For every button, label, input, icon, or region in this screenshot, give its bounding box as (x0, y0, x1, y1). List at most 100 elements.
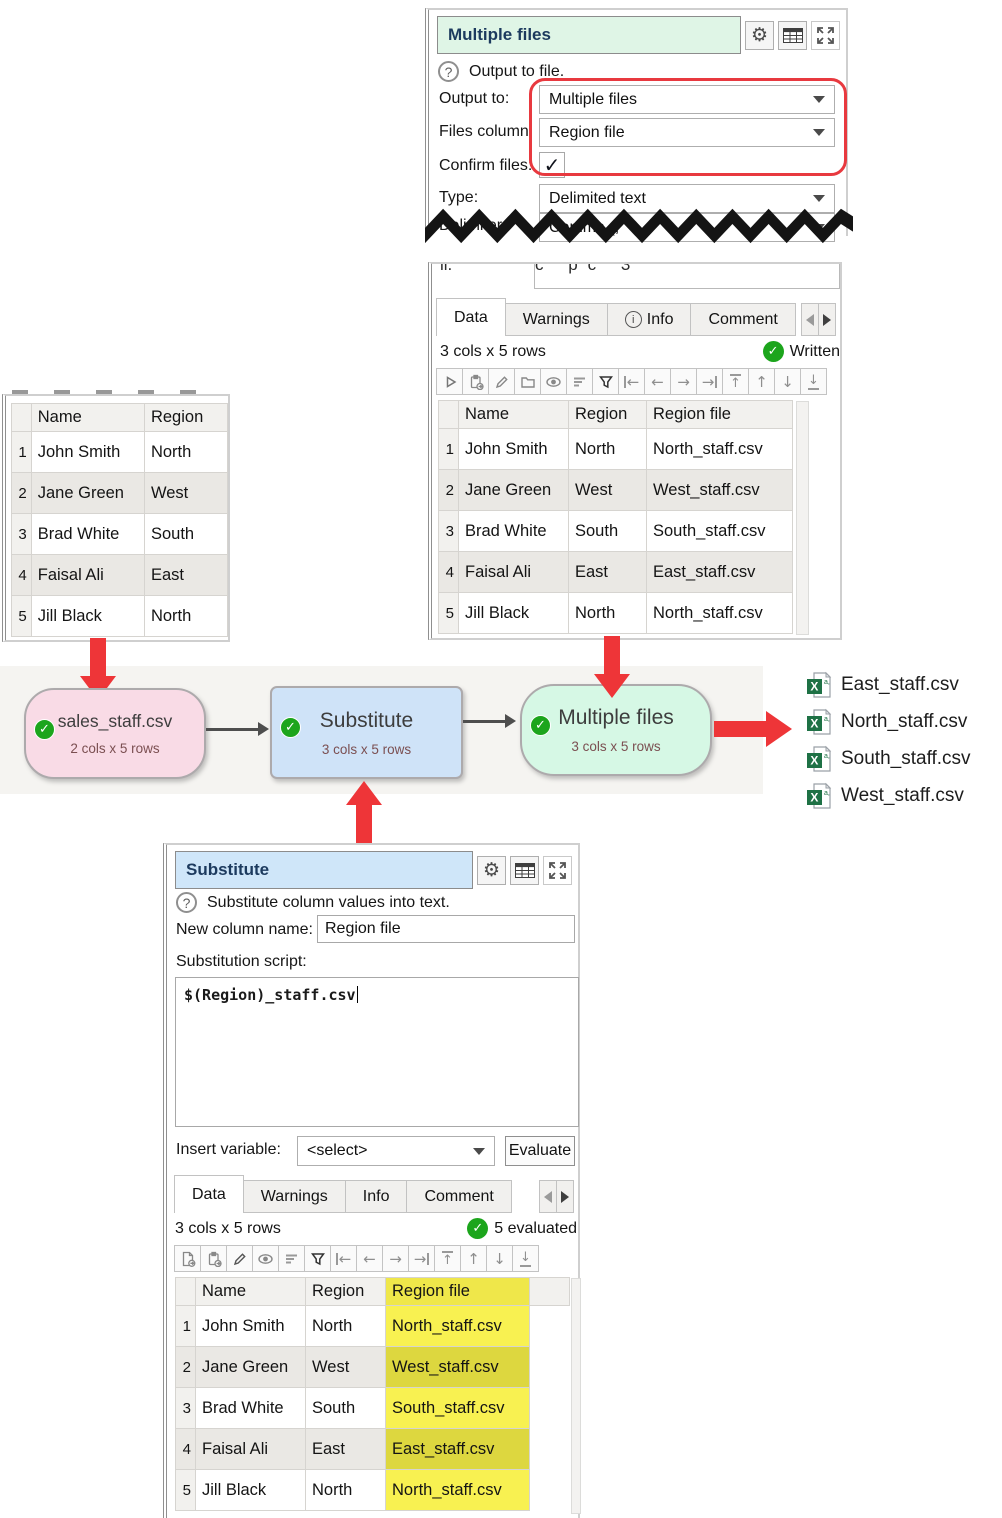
filter-icon[interactable] (592, 368, 619, 395)
table-icon[interactable] (510, 855, 539, 885)
chevron-down-icon (813, 96, 825, 103)
to-bottom-icon[interactable]: ↓ (800, 368, 827, 395)
table-icon[interactable] (778, 20, 807, 50)
tab-comment[interactable]: Comment (406, 1180, 512, 1213)
flow-node-substitute[interactable]: ✓ Substitute 3 cols x 5 rows (270, 686, 463, 779)
column-header[interactable]: Region file (646, 400, 793, 429)
eye-icon[interactable] (252, 1245, 279, 1272)
files-column-dropdown[interactable]: Region file (539, 118, 835, 147)
filter-icon[interactable] (304, 1245, 331, 1272)
column-header-highlighted[interactable]: Region file (385, 1277, 530, 1306)
insert-variable-dropdown[interactable]: <select> (297, 1136, 495, 1166)
evaluate-button[interactable]: Evaluate (505, 1136, 575, 1166)
panel-help-text: Output to file. (469, 62, 565, 80)
tab-warnings[interactable]: Warnings (504, 303, 608, 336)
left-icon[interactable]: ← (644, 368, 671, 395)
column-header[interactable]: Region (143, 403, 229, 432)
flow-node-source[interactable]: ✓ sales_staff.csv 2 cols x 5 rows (24, 688, 206, 779)
tab-scroll-right-button[interactable] (818, 303, 836, 336)
sort-icon[interactable] (278, 1245, 305, 1272)
to-top-icon[interactable]: ↑ (722, 368, 749, 395)
tab-comment[interactable]: Comment (690, 303, 796, 336)
tab-warnings[interactable]: Warnings (242, 1180, 346, 1213)
tab-scroll-right-button[interactable] (556, 1180, 574, 1213)
left-icon[interactable]: ← (356, 1245, 383, 1272)
paste-icon[interactable] (462, 368, 489, 395)
vertical-scrollbar[interactable] (571, 1278, 581, 1514)
tab-scroll-left-button[interactable] (539, 1180, 557, 1213)
gear-icon[interactable]: ⚙ (745, 20, 774, 50)
right-icon[interactable]: → (670, 368, 697, 395)
column-header[interactable]: Name (30, 403, 145, 432)
down-icon[interactable]: ↓ (486, 1245, 513, 1272)
files-column-label: Files column: (439, 123, 534, 140)
gear-icon[interactable]: ⚙ (477, 855, 506, 885)
new-column-input[interactable]: Region file (317, 915, 575, 943)
to-start-icon[interactable]: ← (330, 1245, 357, 1272)
node-title: sales_staff.csv (57, 711, 173, 731)
column-header[interactable]: Region (568, 400, 647, 429)
tab-info[interactable]: Info (344, 1180, 408, 1213)
connector-arrowhead (505, 714, 516, 728)
type-label: Type: (439, 189, 479, 206)
column-header[interactable]: Name (195, 1277, 306, 1306)
output-file-item[interactable]: a,X North_staff.csv (806, 708, 967, 736)
down-icon[interactable]: ↓ (774, 368, 801, 395)
tab-data[interactable]: Data (174, 1175, 244, 1213)
panel-title: Multiple files (437, 16, 741, 54)
expand-icon[interactable] (543, 855, 572, 885)
red-arrow-up-head (346, 781, 382, 805)
output-file-item[interactable]: a,X South_staff.csv (806, 745, 971, 773)
torn-edge (12, 390, 217, 394)
sort-icon[interactable] (566, 368, 593, 395)
column-header[interactable]: Name (458, 400, 569, 429)
output-file-item[interactable]: a,X West_staff.csv (806, 782, 964, 810)
to-top-icon[interactable]: ↑ (434, 1245, 461, 1272)
folder-icon[interactable] (514, 368, 541, 395)
data-toolbar: ← ← → → ↑ ↑ ↓ ↓ (174, 1245, 539, 1272)
right-icon[interactable]: → (382, 1245, 409, 1272)
data-toolbar: ← ← → → ↑ ↑ ↓ ↓ (436, 368, 827, 395)
connector (463, 720, 507, 723)
eye-icon[interactable] (540, 368, 567, 395)
left-arrow-icon (544, 1190, 552, 1203)
tab-data[interactable]: Data (436, 298, 506, 336)
type-dropdown[interactable]: Delimited text (539, 184, 835, 213)
edit-icon[interactable] (488, 368, 515, 395)
output-file-item[interactable]: a,X East_staff.csv (806, 671, 959, 699)
paste-icon[interactable] (200, 1245, 227, 1272)
edit-icon[interactable] (226, 1245, 253, 1272)
expand-icon[interactable] (811, 20, 840, 50)
new-file-icon[interactable] (174, 1245, 201, 1272)
script-textarea[interactable]: $(Region)_staff.csv (175, 977, 579, 1127)
to-end-icon[interactable]: → (408, 1245, 435, 1272)
play-icon[interactable] (436, 368, 463, 395)
to-end-icon[interactable]: → (696, 368, 723, 395)
to-start-icon[interactable]: ← (618, 368, 645, 395)
help-icon[interactable]: ? (438, 61, 459, 82)
vertical-scrollbar[interactable] (796, 401, 809, 635)
script-label: Substitution script: (176, 953, 307, 970)
confirm-files-checkbox[interactable]: ✓ (539, 152, 565, 178)
up-icon[interactable]: ↑ (748, 368, 775, 395)
confirm-files-label: Confirm files: (439, 157, 533, 174)
help-icon[interactable]: ? (176, 892, 197, 913)
up-icon[interactable]: ↑ (460, 1245, 487, 1272)
tab-scroll-left-button[interactable] (801, 303, 819, 336)
output-to-dropdown[interactable]: Multiple files (539, 85, 835, 114)
multiple-files-panel: Multiple files ⚙ ? Output to file. Outpu… (425, 8, 853, 244)
row-number-header (11, 403, 32, 432)
to-bottom-icon[interactable]: ↓ (512, 1245, 539, 1272)
flow-node-multiple-files[interactable]: ✓ Multiple files 3 cols x 5 rows (520, 684, 712, 776)
column-header[interactable]: Region (305, 1277, 386, 1306)
svg-text:a,: a, (824, 790, 830, 797)
